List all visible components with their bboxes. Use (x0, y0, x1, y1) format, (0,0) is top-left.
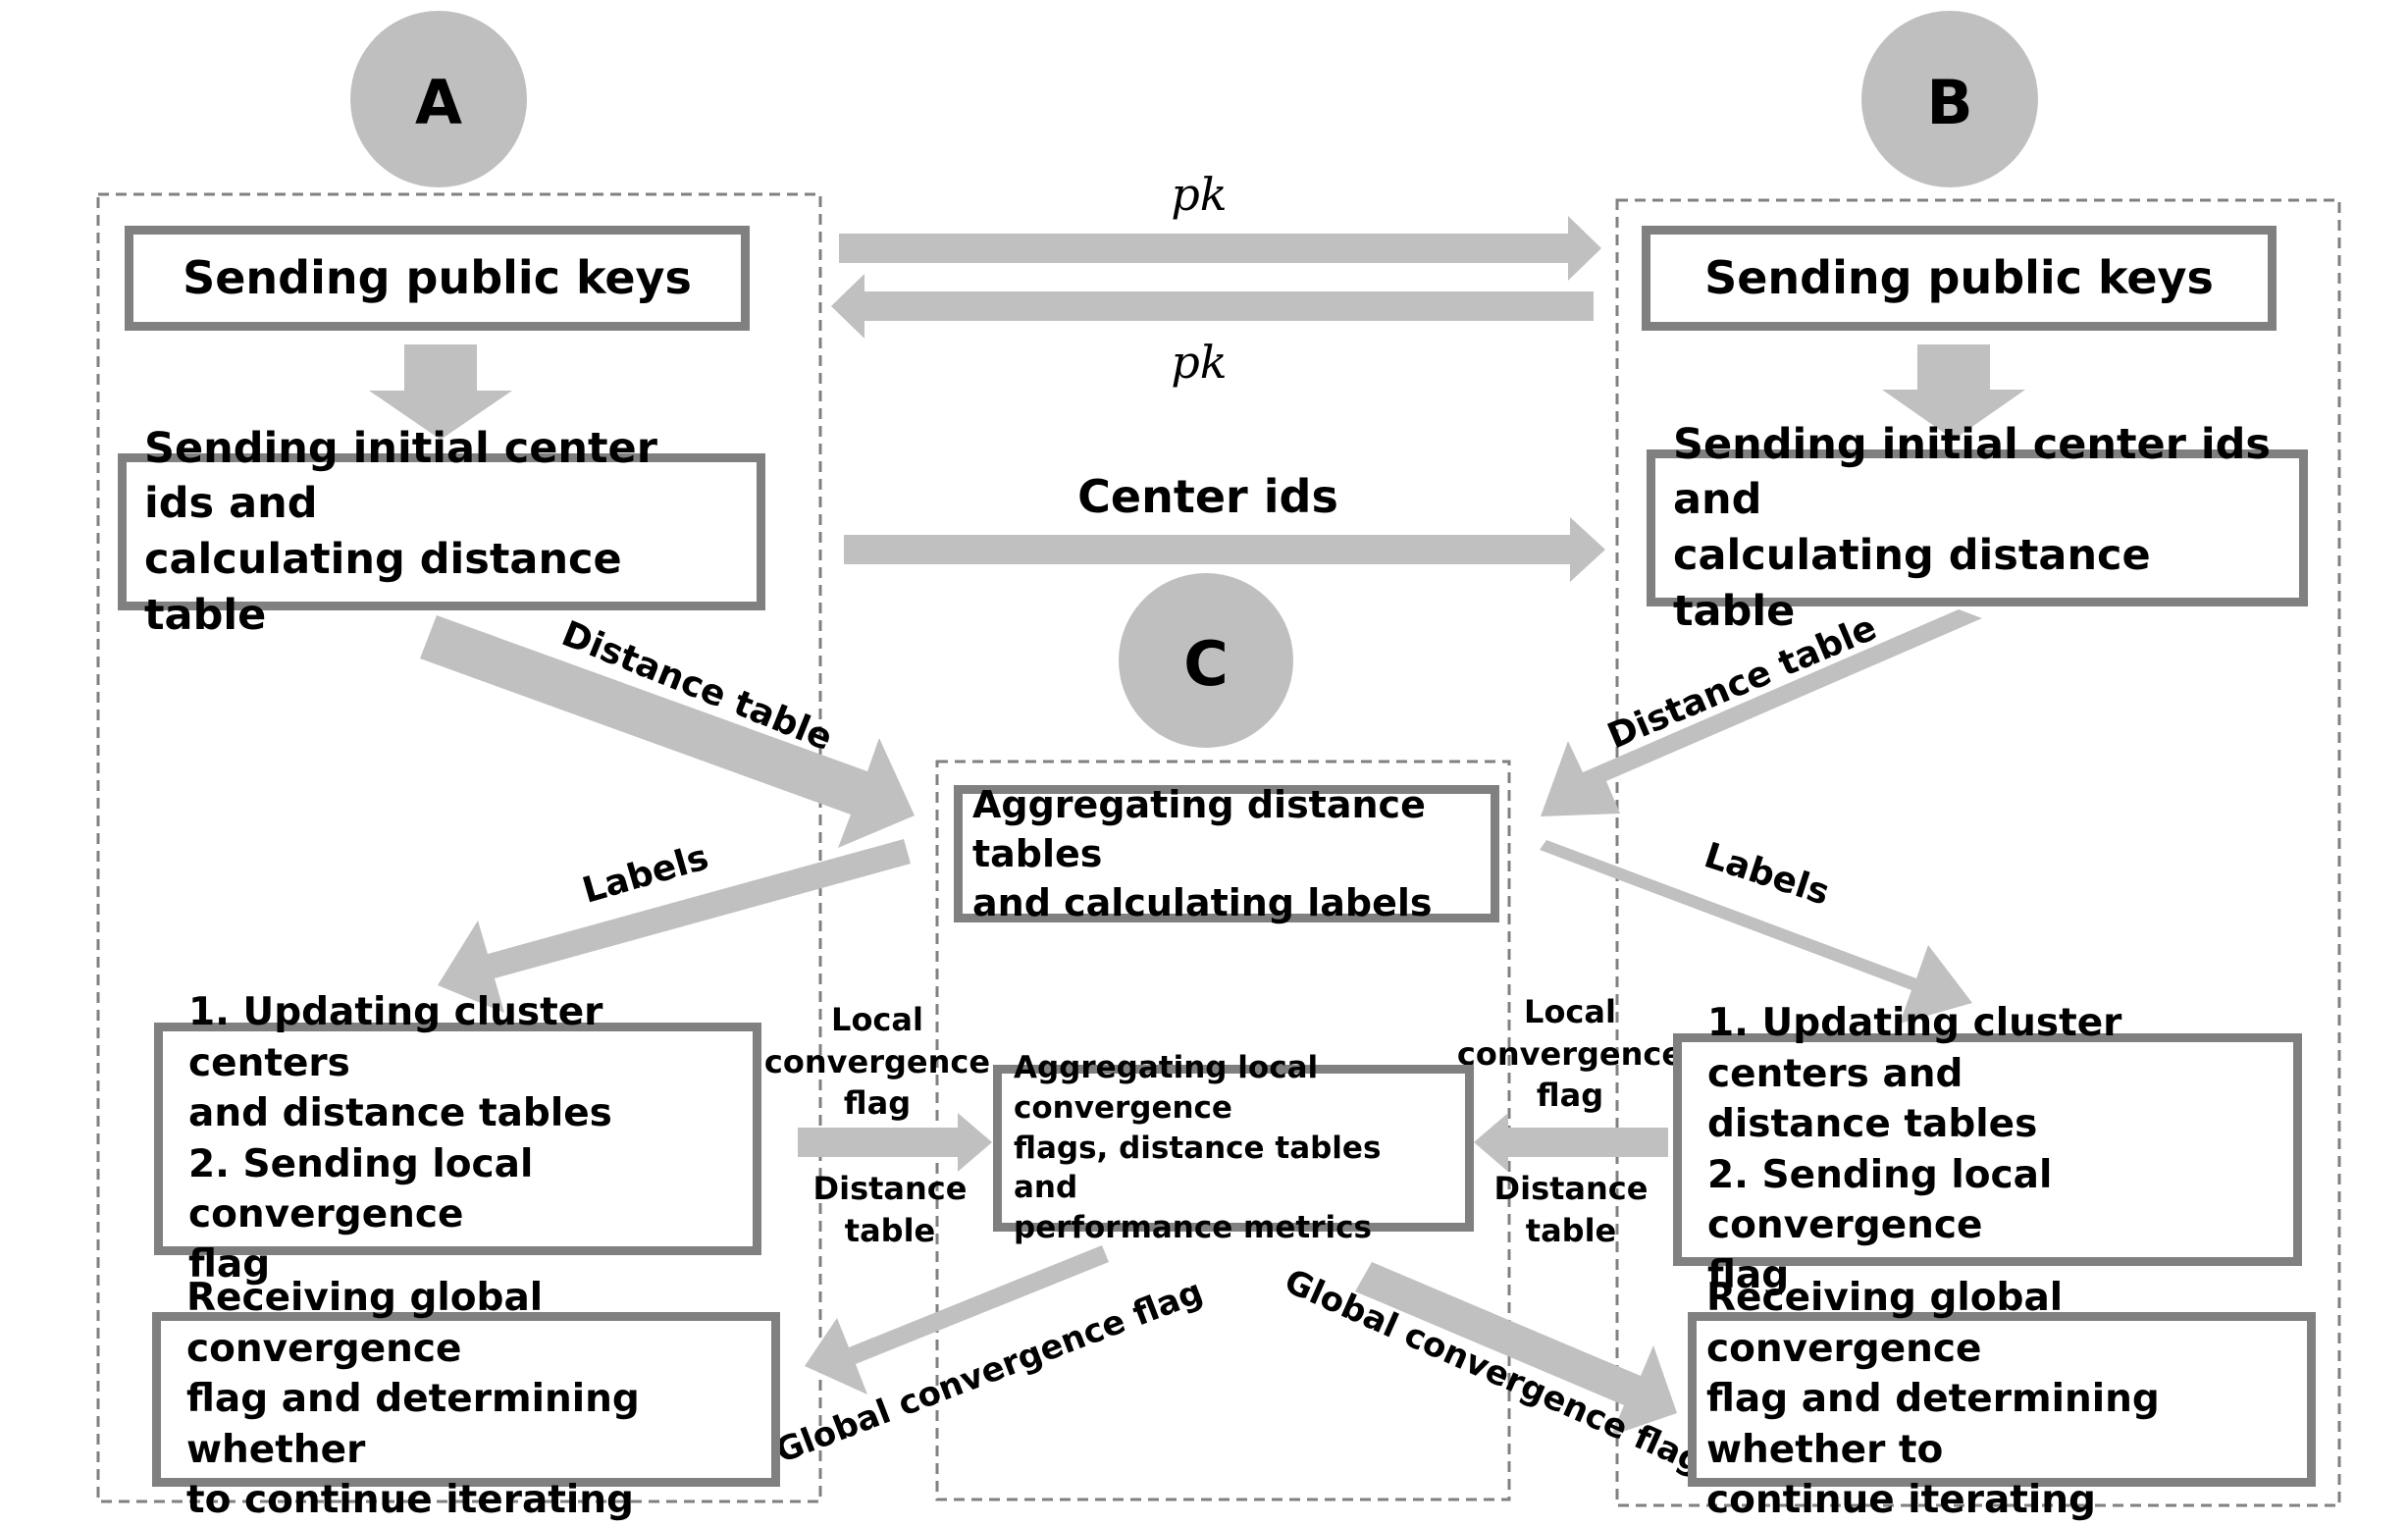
pk-label-bottom: pk (1171, 336, 1227, 389)
b-keys-down-arrow (1882, 344, 2025, 440)
local-flag-label-b-2: convergence (1457, 1035, 1683, 1073)
c-aggregate-flags-box: Aggregating local convergence flags, dis… (993, 1050, 1474, 1245)
global-flag-arrow-to-a (805, 1245, 1109, 1394)
distance-table2-label-b-1: Distance (1494, 1170, 1649, 1207)
b-update-text: 1. Updating cluster centers and distance… (1707, 1001, 2122, 1298)
global-flag-arrow-to-b (1355, 1262, 1677, 1436)
local-flag-label-a-3: flag (844, 1084, 911, 1122)
c-aggregate-box: Aggregating distance tables and calculat… (954, 783, 1499, 924)
pk-arrow-b-to-a (831, 274, 1594, 339)
b-send-keys-box: Sending public keys (1642, 226, 2277, 331)
labels-arrow-to-a (438, 839, 911, 1013)
a-receive-text: Receiving global convergence flag and de… (186, 1276, 640, 1523)
pk-arrow-a-to-b (839, 216, 1601, 281)
a-init-text: Sending initial center ids and calculati… (144, 423, 657, 640)
labels-arrow-to-b (1540, 840, 1972, 1024)
party-b-circle (1861, 11, 2038, 187)
a-keys-down-arrow (369, 344, 512, 440)
party-a-label: A (415, 67, 462, 138)
a-receive-box: Receiving global convergence flag and de… (152, 1276, 780, 1522)
distance-table2-label-a-2: table (845, 1212, 935, 1249)
local-flag-arrow-a (798, 1113, 992, 1172)
party-b-group (1615, 198, 2341, 1507)
distance-table-arrow-a (420, 615, 915, 848)
center-ids-arrow (844, 517, 1605, 582)
distance-table-arrow-b (1541, 609, 1982, 816)
party-c-circle (1119, 573, 1293, 748)
party-a-group (96, 192, 822, 1503)
a-send-keys-box: Sending public keys (125, 226, 750, 331)
local-flag-label-b-1: Local (1524, 993, 1616, 1030)
party-a-circle (350, 11, 527, 187)
a-init-box: Sending initial center ids and calculati… (118, 424, 765, 640)
c-aggregate-flags-text: Aggregating local convergence flags, dis… (1014, 1049, 1382, 1246)
local-flag-label-b-3: flag (1537, 1077, 1603, 1114)
distance-table2-label-a-1: Distance (813, 1170, 968, 1207)
distance-table2-label-b-2: table (1526, 1212, 1616, 1249)
b-init-box: Sending initial center ids and calculati… (1647, 420, 2308, 636)
local-flag-arrow-b (1474, 1113, 1668, 1172)
party-c-label: C (1183, 628, 1229, 700)
b-update-box: 1. Updating cluster centers and distance… (1673, 1001, 2302, 1297)
b-receive-text: Receiving global convergence flag and de… (1706, 1276, 2160, 1523)
center-ids-label: Center ids (1077, 470, 1338, 523)
b-receive-box: Receiving global convergence flag and de… (1688, 1276, 2316, 1522)
c-aggregate-text: Aggregating distance tables and calculat… (972, 782, 1433, 925)
local-flag-label-a-1: Local (831, 1001, 923, 1038)
labels-label-b: Labels (1700, 835, 1834, 914)
a-update-text: 1. Updating cluster centers and distance… (188, 990, 612, 1288)
b-send-keys-text: Sending public keys (1704, 251, 2214, 305)
a-send-keys-text: Sending public keys (183, 251, 692, 305)
a-update-box: 1. Updating cluster centers and distance… (154, 990, 761, 1287)
pk-label-top: pk (1171, 168, 1227, 221)
arrows (369, 216, 2025, 1436)
party-b-label: B (1926, 67, 1972, 138)
b-init-text: Sending initial center ids and calculati… (1673, 419, 2272, 636)
local-flag-label-a-2: convergence (764, 1043, 990, 1080)
